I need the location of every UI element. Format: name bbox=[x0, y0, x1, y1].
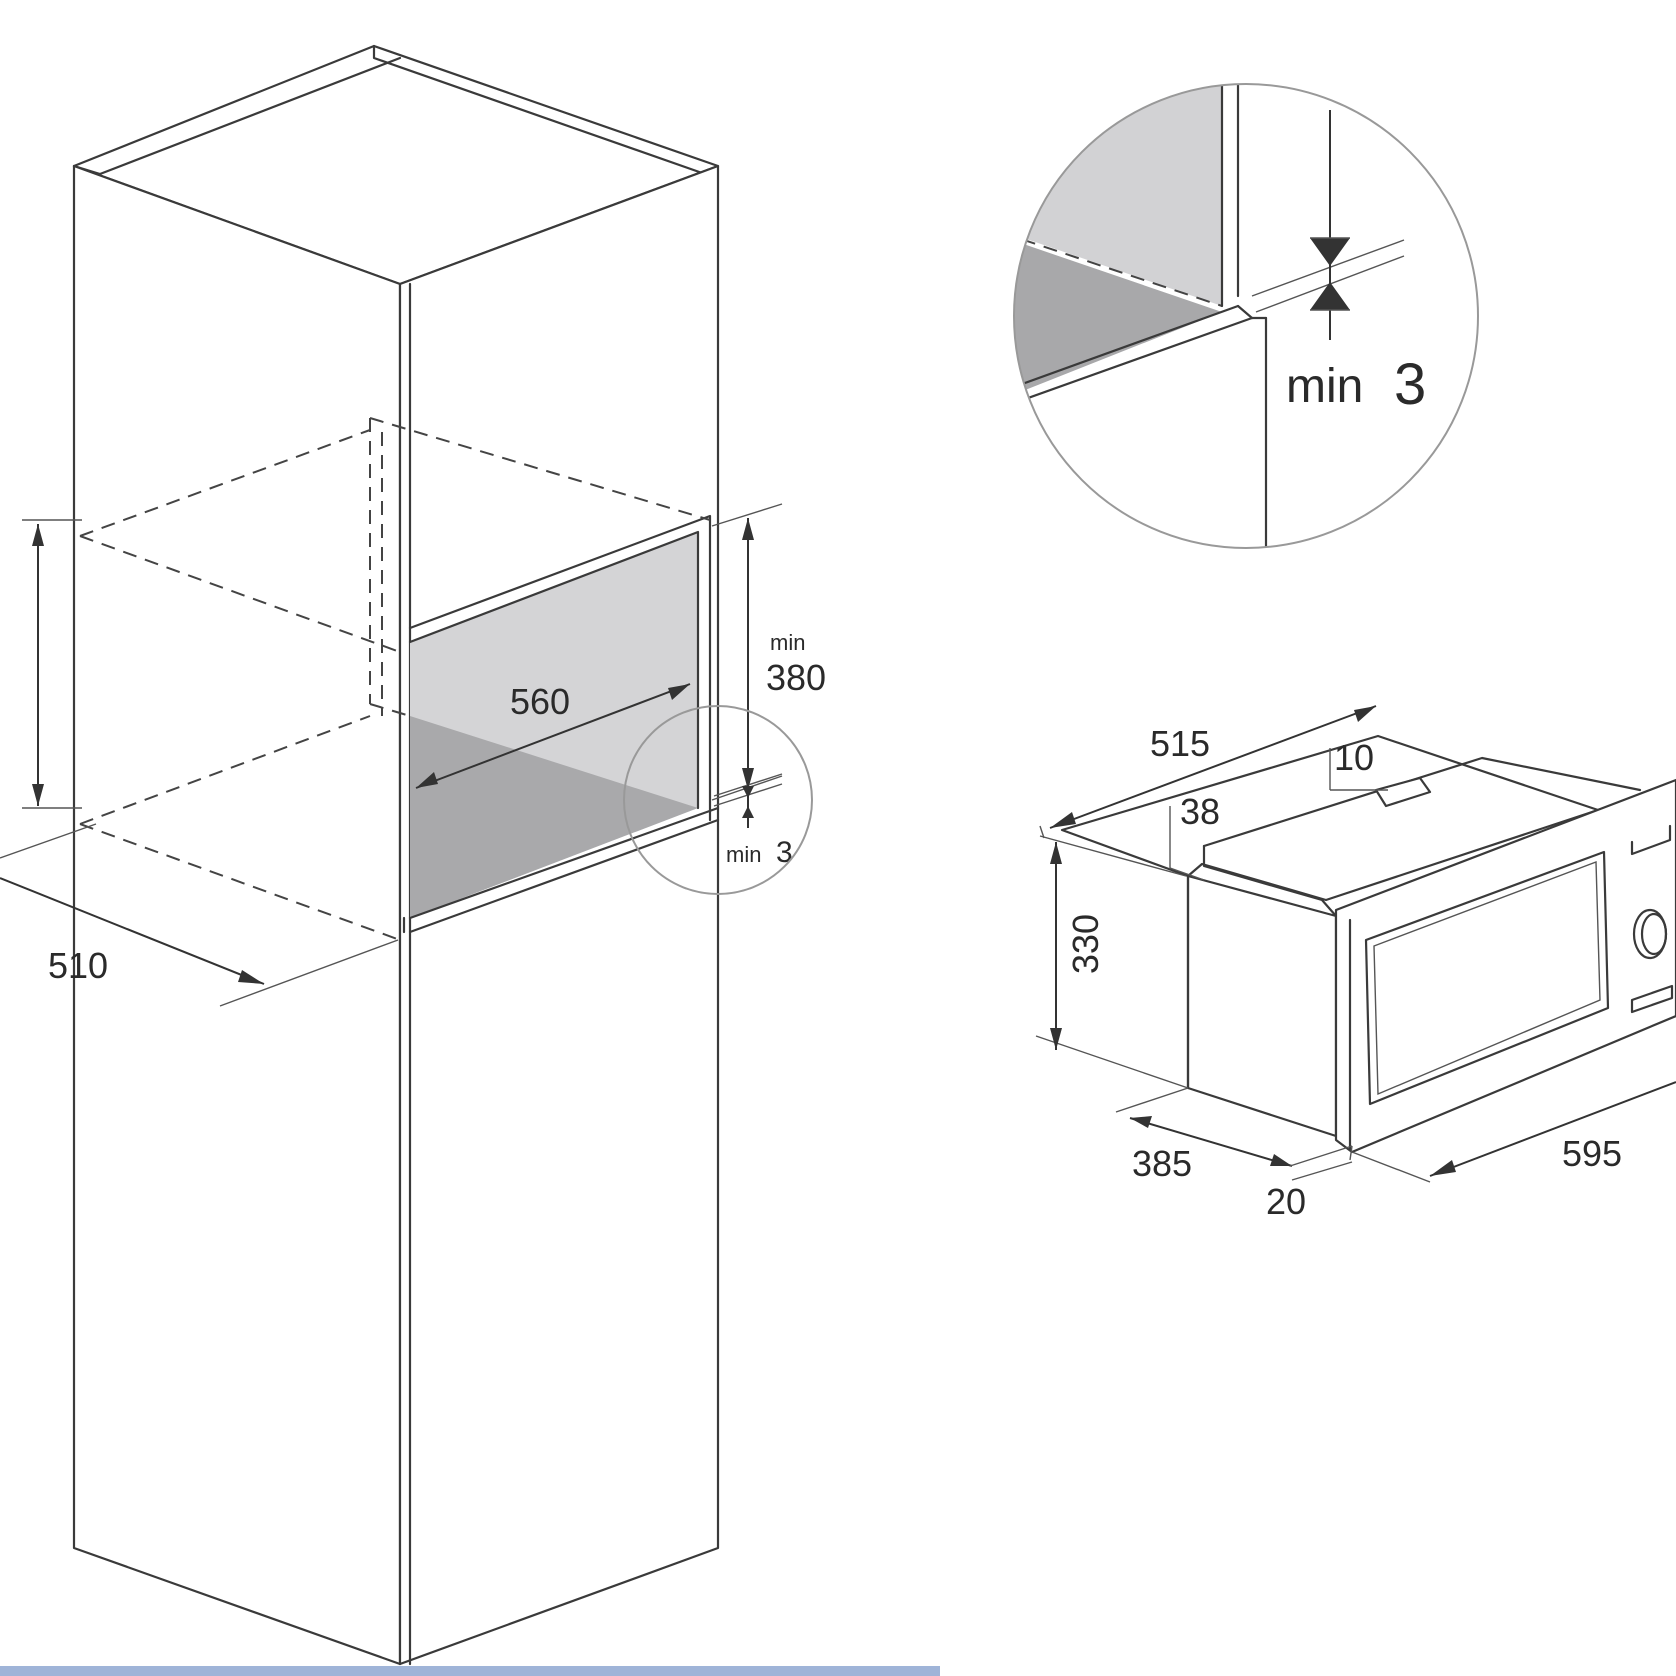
dim-min-380: min 380 bbox=[711, 503, 826, 801]
dim-560: 560 bbox=[415, 681, 691, 789]
appliance-door-window bbox=[1364, 850, 1610, 1106]
dim-min3-value: 3 bbox=[776, 836, 793, 869]
dim-20-label: 20 bbox=[1266, 1181, 1306, 1222]
dim-560-label: 560 bbox=[510, 681, 570, 722]
control-slot-top bbox=[1630, 824, 1672, 856]
dim-515-label: 515 bbox=[1150, 723, 1210, 764]
detail-min-value: 3 bbox=[1394, 352, 1426, 417]
appliance-dimensions: 515 10 38 330 385 20 595 bbox=[1035, 705, 1676, 1222]
dim-min-3-small: min 3 bbox=[713, 773, 793, 869]
dim-595-label: 595 bbox=[1562, 1133, 1622, 1174]
bottom-edge-strip bbox=[0, 1666, 940, 1676]
appliance bbox=[1060, 734, 1676, 1154]
detail-min-prefix: min bbox=[1286, 360, 1363, 413]
dim-left-height bbox=[22, 519, 82, 809]
dim-330-label: 330 bbox=[1065, 914, 1106, 974]
tall-cabinet bbox=[72, 44, 720, 1666]
detail-callout-circle-small bbox=[623, 705, 813, 895]
dim-510-label: 510 bbox=[48, 945, 108, 986]
dim-385-label: 385 bbox=[1132, 1143, 1192, 1184]
dim-10-label: 10 bbox=[1334, 737, 1374, 778]
dim-380-label: 380 bbox=[766, 657, 826, 698]
niche-hidden-edges bbox=[79, 417, 711, 941]
cabinet-front-face bbox=[398, 164, 720, 1666]
dim-38-label: 38 bbox=[1180, 791, 1220, 832]
appliance-vent bbox=[1374, 776, 1432, 808]
appliance-side bbox=[1186, 874, 1338, 1138]
cabinet-side-face bbox=[72, 164, 402, 1666]
dim-min3-prefix: min bbox=[726, 842, 761, 867]
detail-view: min 3 bbox=[1013, 83, 1479, 549]
control-button bbox=[1630, 984, 1674, 1014]
dim-380-prefix: min bbox=[770, 630, 805, 655]
niche-floor-shadow bbox=[410, 716, 698, 918]
detail-circle-outline bbox=[1013, 83, 1479, 549]
dim-510: 510 bbox=[0, 823, 399, 1007]
cabinet-top-lip bbox=[372, 44, 707, 176]
